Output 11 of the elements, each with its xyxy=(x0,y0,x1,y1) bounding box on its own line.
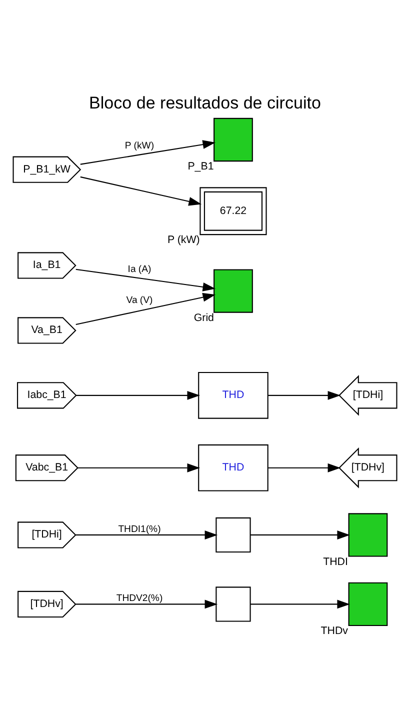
edge-label: Ia (A) xyxy=(127,264,151,276)
edge-label: P (kW) xyxy=(124,140,154,152)
node-label: Grid xyxy=(193,312,214,324)
node-label: THDv xyxy=(320,625,348,638)
diagram-title: Bloco de resultados de circuito xyxy=(88,94,320,113)
node-label: P (kW) xyxy=(167,234,200,246)
node-label: THDI xyxy=(322,556,348,568)
edge-label: Va (V) xyxy=(126,294,152,306)
edge-label: THDI1(%) xyxy=(118,524,160,535)
edge-label: THDV2(%) xyxy=(116,593,162,604)
node-label: P_B1 xyxy=(187,160,214,173)
